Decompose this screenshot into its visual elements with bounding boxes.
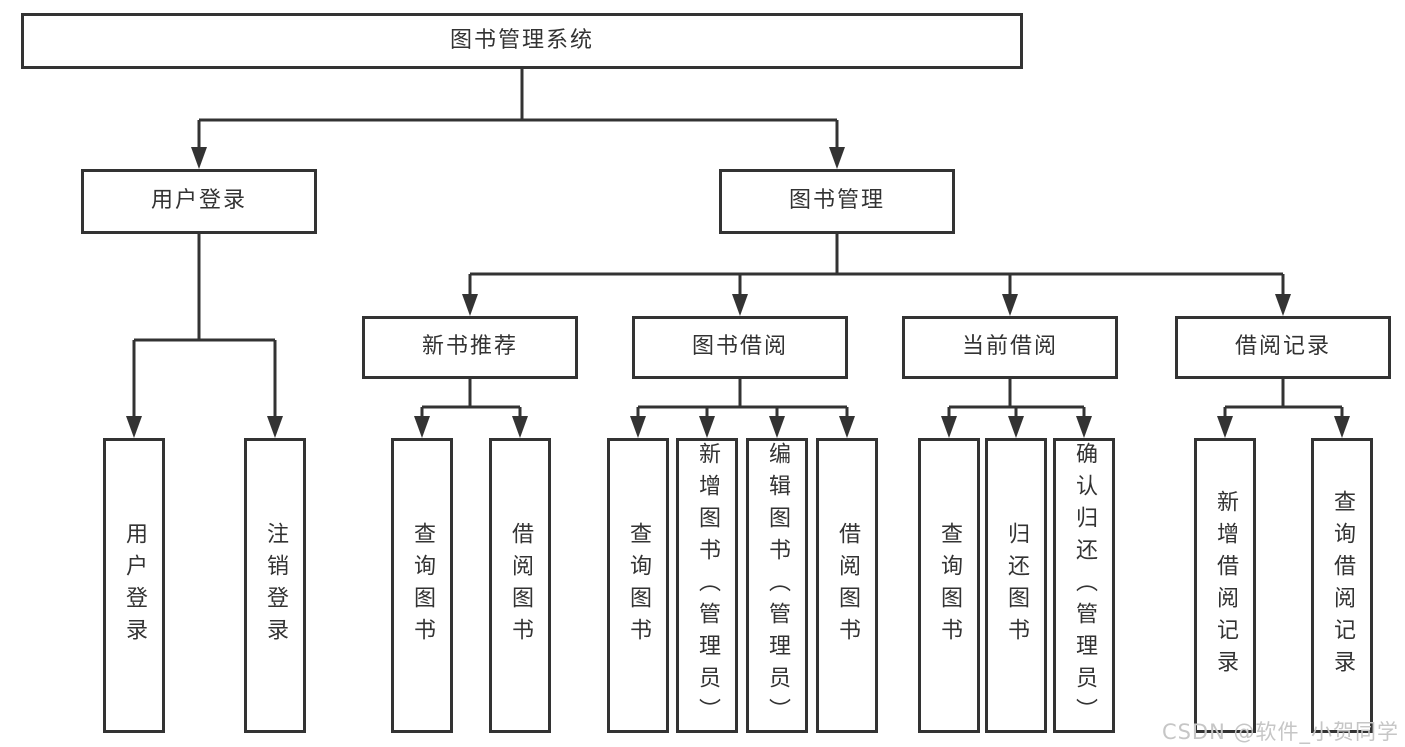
node-borrow-records: 借阅记录 [1175, 316, 1391, 379]
leaf-borrow-edit-book-admin: 编辑图书（管理员） [746, 438, 808, 733]
leaf-borrow-borrow-book: 借阅图书 [816, 438, 878, 733]
connector-user-login [132, 234, 277, 419]
leaf-borrow-query-book: 查询图书 [607, 438, 669, 733]
node-book-borrow: 图书借阅 [632, 316, 848, 379]
connector-new-book-recommend [420, 379, 522, 419]
connector-current-borrow [947, 379, 1086, 419]
leaf-current-query-book: 查询图书 [918, 438, 980, 733]
csdn-watermark: CSDN @软件_小贺同学 [1161, 720, 1399, 744]
leaf-records-add-record: 新增借阅记录 [1194, 438, 1256, 733]
leaf-recommend-query-book: 查询图书 [391, 438, 453, 733]
connector-borrow-records [1223, 379, 1344, 419]
connector-root [197, 69, 839, 150]
leaf-recommend-borrow-book: 借阅图书 [489, 438, 551, 733]
leaf-current-return-book: 归还图书 [985, 438, 1047, 733]
leaf-records-query-record: 查询借阅记录 [1311, 438, 1373, 733]
leaf-logout-login: 注销登录 [244, 438, 306, 733]
node-new-book-recommend: 新书推荐 [362, 316, 578, 379]
leaf-current-confirm-return-admin: 确认归还（管理员） [1053, 438, 1115, 733]
node-current-borrow: 当前借阅 [902, 316, 1118, 379]
connector-book-management [468, 234, 1285, 297]
leaf-borrow-add-book-admin: 新增图书（管理员） [676, 438, 738, 733]
node-root: 图书管理系统 [21, 13, 1023, 69]
node-book-management: 图书管理 [719, 169, 955, 234]
connector-book-borrow [636, 379, 849, 419]
leaf-user-login: 用户登录 [103, 438, 165, 733]
node-user-login: 用户登录 [81, 169, 317, 234]
arrowheads [126, 147, 1350, 438]
